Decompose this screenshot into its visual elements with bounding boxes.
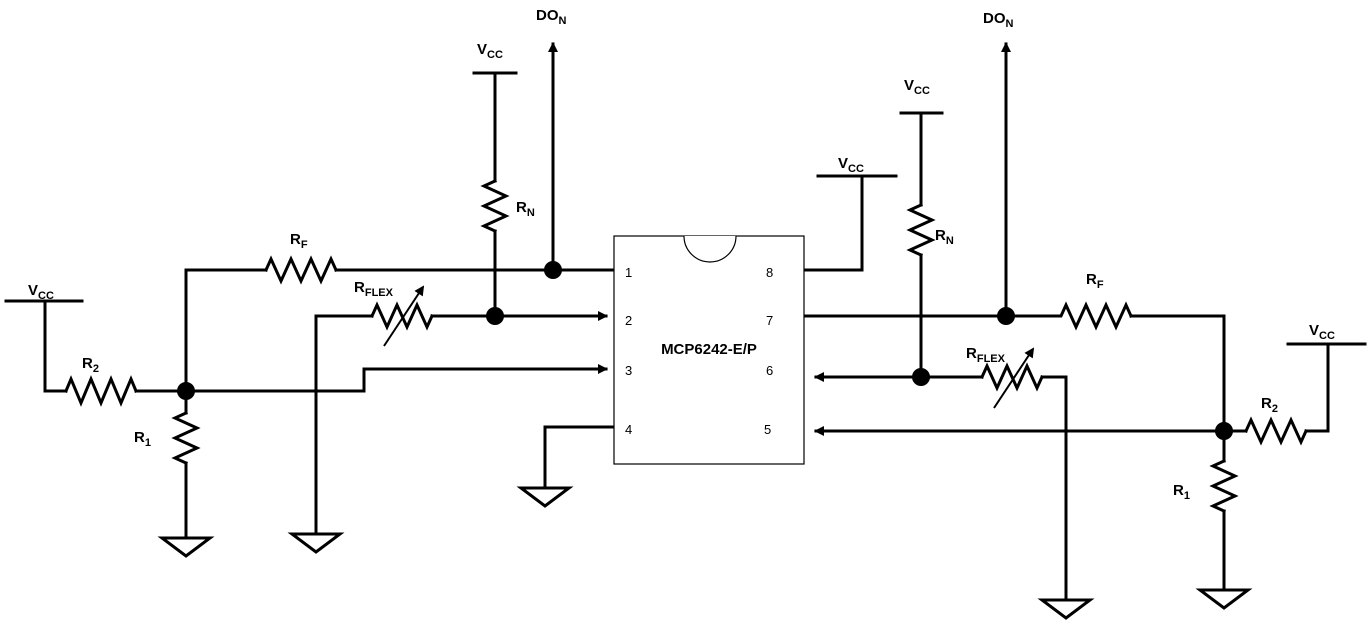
junction-dot <box>997 307 1015 325</box>
vcc-label-rn-left: VCC <box>477 41 503 61</box>
resistor-rn-right <box>906 203 936 257</box>
rflex-label-right: RFLEX <box>966 345 1006 365</box>
junction-dot <box>486 307 504 325</box>
ground-icon <box>1195 588 1253 610</box>
wire <box>43 299 68 393</box>
junction-dot <box>544 261 562 279</box>
wire <box>1129 314 1226 433</box>
vcc-label-pin8: VCC <box>838 155 864 175</box>
junction-dot <box>912 368 930 386</box>
r2-label-right: R2 <box>1261 395 1278 415</box>
resistor-rf-left <box>264 255 338 285</box>
pin-8-label: 8 <box>766 265 773 280</box>
pin-6-label: 6 <box>766 363 773 378</box>
ground-icon <box>516 486 574 508</box>
pin-5-label: 5 <box>764 422 771 437</box>
ground-icon <box>287 532 345 554</box>
vcc-label-rn-right: VCC <box>904 77 930 97</box>
wire-pin-8 <box>804 174 864 272</box>
component-labels: VCC VCC VCC VCC VCC DON DON RN RN RF RF … <box>28 7 1335 502</box>
resistor-r1-right <box>1209 459 1239 513</box>
resistor-rf-right <box>1044 301 1133 331</box>
resistor-r2-left <box>64 375 138 407</box>
resistor-rflex-right <box>980 362 1044 392</box>
rf-label-right: RF <box>1086 271 1104 291</box>
rn-label-left: RN <box>516 199 535 219</box>
wire-to-pin-3 <box>184 364 608 393</box>
vcc-label-right: VCC <box>1309 322 1335 342</box>
variable-arrow-right <box>993 347 1035 409</box>
r2-label-left: R2 <box>82 355 99 375</box>
resistor-rn-left <box>480 179 510 233</box>
resistor-r2-right <box>1244 416 1308 446</box>
junction-dot <box>177 382 195 400</box>
ground-icon <box>157 536 215 558</box>
ic-label: MCP6242-E/P <box>661 341 757 358</box>
wire <box>1040 375 1068 602</box>
don-label-left: DON <box>536 7 567 27</box>
rf-label-left: RF <box>290 231 308 251</box>
wire-to-pin-4 <box>543 425 614 490</box>
right-circuit <box>804 42 1367 620</box>
junction-dot <box>1215 422 1233 440</box>
rflex-label-left: RFLEX <box>354 279 394 299</box>
pin-3-label: 3 <box>625 363 632 378</box>
ic-mcp6242: MCP6242-E/P 1 2 3 4 5 6 7 8 <box>613 235 805 465</box>
pin-7-label: 7 <box>766 313 773 328</box>
r1-label-right: R1 <box>1173 482 1190 502</box>
vcc-label-left: VCC <box>28 282 54 302</box>
left-circuit <box>4 42 614 558</box>
don-label-right: DON <box>983 10 1014 30</box>
ground-icon <box>1037 598 1095 620</box>
resistor-r1-left <box>171 411 201 465</box>
wire <box>314 314 374 535</box>
r1-label-left: R1 <box>134 429 151 449</box>
resistor-rflex-left <box>370 301 434 331</box>
pin-1-label: 1 <box>625 265 632 280</box>
pin-2-label: 2 <box>625 313 632 328</box>
wire <box>184 268 268 393</box>
pin-4-label: 4 <box>625 422 632 437</box>
rn-label-right: RN <box>935 227 954 247</box>
wire <box>1304 342 1330 433</box>
variable-arrow-left <box>383 285 425 347</box>
